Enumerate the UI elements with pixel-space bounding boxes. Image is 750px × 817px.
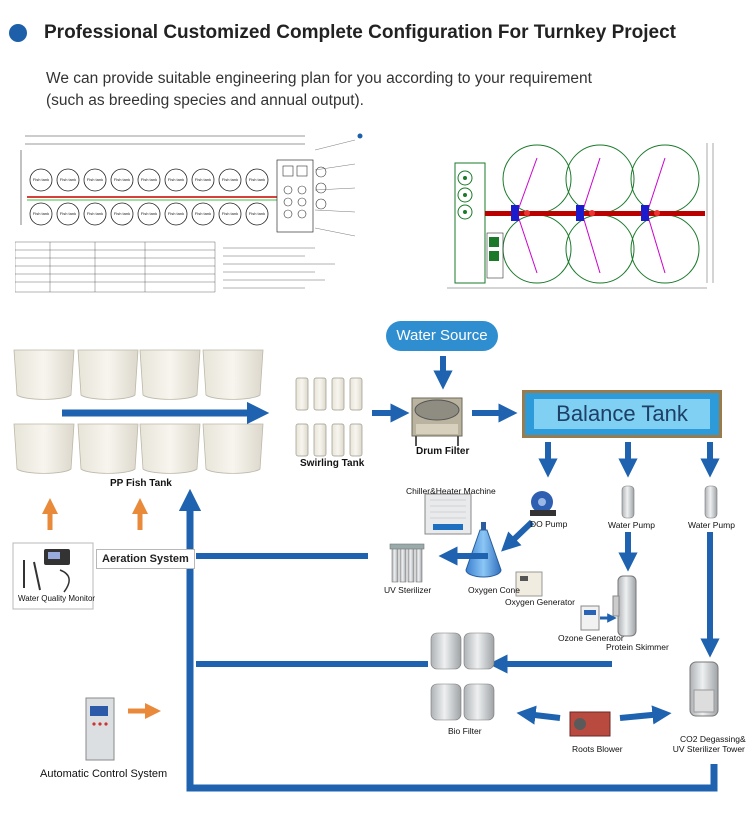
oxygen-cone-label: Oxygen Cone	[468, 585, 520, 595]
layout-drawing-right	[437, 133, 722, 293]
svg-text:Fish tank: Fish tank	[60, 211, 76, 216]
co2-tower-image	[689, 661, 719, 717]
svg-text:Fish tank: Fish tank	[222, 177, 238, 182]
oxygen-generator-label: Oxygen Generator	[505, 597, 575, 607]
svg-text:Fish tank: Fish tank	[195, 177, 211, 182]
protein-skimmer-label: Protein Skimmer	[606, 642, 669, 652]
intro-line-2: (such as breeding species and annual out…	[46, 92, 364, 109]
svg-text:Fish tank: Fish tank	[249, 177, 265, 182]
swirling-tank-label: Swirling Tank	[300, 458, 365, 469]
uv-sterilizer-image	[389, 543, 425, 583]
svg-text:Fish tank: Fish tank	[168, 177, 184, 182]
svg-text:Fish tank: Fish tank	[114, 177, 130, 182]
pp-fish-tank-label: PP Fish Tank	[110, 478, 172, 489]
bio-filter-label: Bio Filter	[448, 726, 482, 736]
water-pump-images	[621, 485, 718, 519]
layout-drawing-left: Fish tank Fish tank Fish tank Fish tank …	[15, 130, 367, 295]
aeration-system-label: Aeration System	[96, 549, 195, 569]
svg-text:Fish tank: Fish tank	[168, 211, 184, 216]
flow-diagram	[12, 349, 720, 792]
drum-filter-image	[411, 397, 463, 446]
svg-text:Fish tank: Fish tank	[60, 177, 76, 182]
balance-tank-label: Balance Tank	[534, 399, 710, 429]
section-title: Professional Customized Complete Configu…	[44, 22, 677, 43]
bullet-icon	[9, 24, 27, 42]
svg-text:Fish tank: Fish tank	[222, 211, 238, 216]
svg-text:Fish tank: Fish tank	[141, 211, 157, 216]
balance-tank: Balance Tank	[522, 390, 722, 438]
co2-tower-label: CO2 Degassing& UV Sterilizer Tower	[673, 734, 746, 754]
water-pump-1-label: Water Pump	[608, 520, 655, 530]
oxygen-generator-image	[515, 571, 543, 597]
svg-text:Fish tank: Fish tank	[195, 211, 211, 216]
protein-skimmer-image	[612, 575, 637, 637]
swirling-tanks	[295, 377, 363, 457]
do-pump-image	[530, 491, 556, 516]
ozone-generator-image	[580, 605, 600, 631]
svg-text:Fish tank: Fish tank	[87, 211, 103, 216]
water-quality-monitor-image	[23, 549, 70, 593]
svg-text:Fish tank: Fish tank	[87, 177, 103, 182]
svg-text:Fish tank: Fish tank	[114, 211, 130, 216]
svg-text:Fish tank: Fish tank	[249, 211, 265, 216]
intro-line-1: We can provide suitable engineering plan…	[46, 70, 592, 87]
drum-filter-label: Drum Filter	[416, 446, 470, 457]
control-cabinet-image	[85, 697, 115, 761]
chiller-heater-label: Chiller&Heater Machine	[406, 486, 496, 496]
tank-label: Fish tank	[33, 177, 49, 182]
water-pump-2-label: Water Pump	[688, 520, 735, 530]
svg-text:Fish tank: Fish tank	[141, 177, 157, 182]
chiller-heater-image	[424, 493, 472, 535]
automatic-control-label: Automatic Control System	[40, 768, 168, 780]
water-source-label: Water Source	[386, 321, 498, 351]
do-pump-label: DO Pump	[530, 519, 568, 529]
pp-fish-tanks	[13, 349, 264, 474]
water-quality-monitor-label: Water Quality Monitor	[18, 594, 96, 603]
roots-blower-image	[569, 711, 611, 737]
intro-text: We can provide suitable engineering plan…	[46, 68, 592, 112]
ozone-generator-label: Ozone Generator	[558, 633, 624, 643]
co2-tower-label-line1: CO2 Degassing&	[680, 734, 746, 744]
svg-text:Fish tank: Fish tank	[33, 211, 49, 216]
bio-filter-images	[430, 632, 495, 721]
co2-tower-label-line2: UV Sterilizer Tower	[672, 744, 745, 754]
uv-sterilizer-label: UV Sterilizer	[384, 585, 432, 595]
roots-blower-label: Roots Blower	[572, 744, 623, 754]
